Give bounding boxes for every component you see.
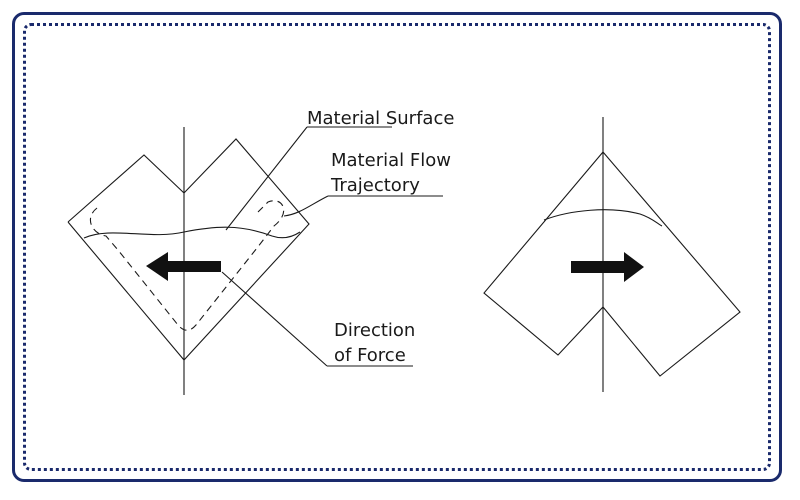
flow-trajectory-leader xyxy=(283,195,329,217)
label-of-force: of Force xyxy=(334,345,406,366)
right-container-outline xyxy=(483,151,741,377)
right-material-surface xyxy=(543,209,663,227)
label-direction: Direction xyxy=(334,320,415,341)
left-material-surface xyxy=(83,226,301,239)
inner-dotted-frame xyxy=(23,23,771,471)
material-surface-leader xyxy=(225,126,308,231)
label-trajectory: Trajectory xyxy=(330,175,420,196)
arrow-right-icon xyxy=(571,252,644,282)
leader-lines xyxy=(221,126,443,367)
right-container xyxy=(483,117,741,392)
arrow-left-icon xyxy=(146,252,221,281)
outer-frame xyxy=(12,12,782,482)
direction-leader xyxy=(221,271,328,367)
label-material-surface: Material Surface xyxy=(307,108,454,129)
label-material-flow: Material Flow xyxy=(331,150,451,171)
left-container-outline xyxy=(67,138,310,361)
left-container xyxy=(67,127,310,395)
